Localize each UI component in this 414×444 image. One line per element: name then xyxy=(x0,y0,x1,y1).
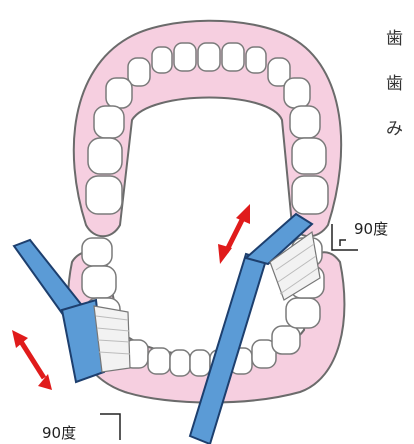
upper-tooth xyxy=(198,43,220,71)
right-angle-mark-lower xyxy=(100,414,120,440)
upper-tooth xyxy=(246,47,266,73)
upper-tooth xyxy=(106,78,132,108)
side-text-line-1: 歯 xyxy=(386,28,414,51)
upper-tooth xyxy=(174,43,196,71)
upper-tooth xyxy=(94,106,124,138)
upper-tooth xyxy=(86,176,122,214)
upper-tooth xyxy=(290,106,320,138)
upper-tooth xyxy=(128,58,150,86)
upper-tooth xyxy=(222,43,244,71)
angle-label-lower: 90度 xyxy=(42,422,76,443)
upper-tooth xyxy=(152,47,172,73)
lower-tooth xyxy=(190,350,210,376)
right-toothbrush xyxy=(190,214,320,444)
lower-tooth xyxy=(82,266,116,298)
side-text-line-3: み xyxy=(386,118,414,141)
lower-tooth xyxy=(272,326,300,354)
upper-tooth xyxy=(292,138,326,174)
angle-label-upper: 90度 xyxy=(354,218,388,239)
lower-motion-arrow xyxy=(12,330,52,390)
upper-tooth xyxy=(88,138,122,174)
lower-tooth xyxy=(286,298,320,328)
upper-arch xyxy=(74,21,341,237)
upper-tooth xyxy=(284,78,310,108)
side-text-line-2: 歯 xyxy=(386,73,414,96)
lower-tooth xyxy=(170,350,190,376)
lower-tooth xyxy=(82,238,112,266)
right-angle-mark-upper-small xyxy=(340,240,346,246)
lower-tooth xyxy=(148,348,170,374)
upper-tooth xyxy=(292,176,328,214)
